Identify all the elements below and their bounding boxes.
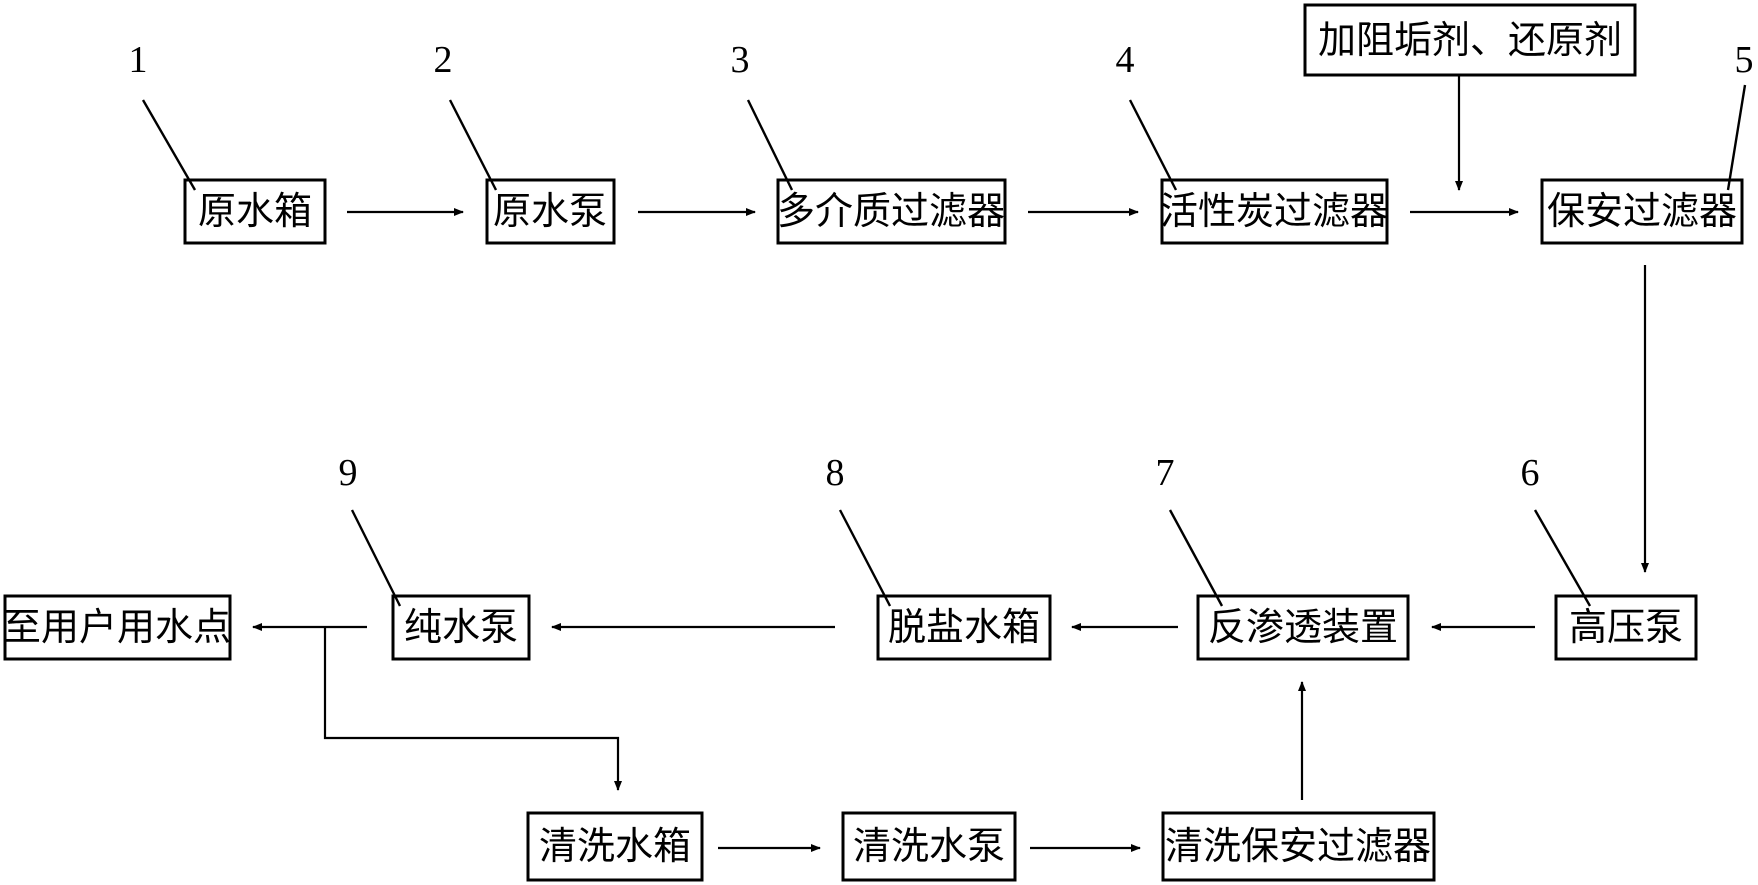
- number-label-3: 3: [731, 39, 750, 81]
- number-label-8: 8: [826, 452, 845, 494]
- svg-text:反渗透装置: 反渗透装置: [1208, 605, 1398, 649]
- number-label-5: 5: [1735, 39, 1754, 81]
- number-label-2: 2: [434, 39, 453, 81]
- svg-text:活性炭过滤器: 活性炭过滤器: [1160, 189, 1388, 233]
- node-cleaning-water-tank: 清洗水箱: [526, 811, 704, 882]
- leader-3: [746, 99, 794, 191]
- number-label-9: 9: [339, 452, 358, 494]
- node-ro-unit: 反渗透装置: [1196, 594, 1410, 661]
- node-security-filter: 保安过滤器: [1540, 178, 1744, 245]
- svg-text:加阻垢剂、还原剂: 加阻垢剂、还原剂: [1318, 18, 1622, 62]
- node-user-water-point: 至用户用水点: [3, 594, 232, 661]
- svg-text:至用户用水点: 至用户用水点: [3, 605, 231, 649]
- svg-text:纯水泵: 纯水泵: [404, 605, 518, 649]
- leader-7: [1168, 509, 1224, 607]
- node-raw-water-pump: 原水泵: [485, 178, 616, 245]
- node-desalted-water-tank: 脱盐水箱: [876, 594, 1052, 661]
- node-activated-carbon-filter: 活性炭过滤器: [1160, 178, 1389, 245]
- svg-text:清洗水泵: 清洗水泵: [853, 824, 1005, 868]
- svg-text:保安过滤器: 保安过滤器: [1547, 189, 1737, 233]
- node-cleaning-water-pump: 清洗水泵: [841, 811, 1017, 882]
- svg-text:清洗水箱: 清洗水箱: [539, 824, 691, 868]
- number-label-4: 4: [1116, 39, 1135, 81]
- svg-text:原水箱: 原水箱: [198, 189, 312, 233]
- node-pure-water-pump: 纯水泵: [391, 594, 531, 661]
- svg-text:高压泵: 高压泵: [1569, 605, 1683, 649]
- node-raw-water-tank: 原水箱: [183, 178, 327, 245]
- leader-8: [838, 509, 892, 607]
- leader-6: [1533, 509, 1592, 607]
- svg-text:脱盐水箱: 脱盐水箱: [888, 605, 1040, 649]
- leader-9: [350, 509, 402, 607]
- leader-4: [1128, 99, 1178, 191]
- number-label-1: 1: [129, 39, 148, 81]
- node-antiscalant-reductant: 加阻垢剂、还原剂: [1303, 3, 1637, 77]
- number-label-6: 6: [1521, 452, 1540, 494]
- leader-5: [1726, 84, 1747, 191]
- node-multimedia-filter: 多介质过滤器: [776, 178, 1007, 245]
- svg-text:清洗保安过滤器: 清洗保安过滤器: [1165, 824, 1431, 868]
- number-label-7: 7: [1156, 452, 1175, 494]
- node-cleaning-security-filter: 清洗保安过滤器: [1161, 811, 1436, 882]
- leader-1: [141, 99, 197, 191]
- leader-2: [448, 99, 498, 191]
- svg-text:原水泵: 原水泵: [493, 189, 607, 233]
- svg-text:多介质过滤器: 多介质过滤器: [777, 189, 1005, 233]
- node-high-pressure-pump: 高压泵: [1554, 594, 1698, 661]
- arrow-branch-to-cleaning-tank: [323, 627, 622, 791]
